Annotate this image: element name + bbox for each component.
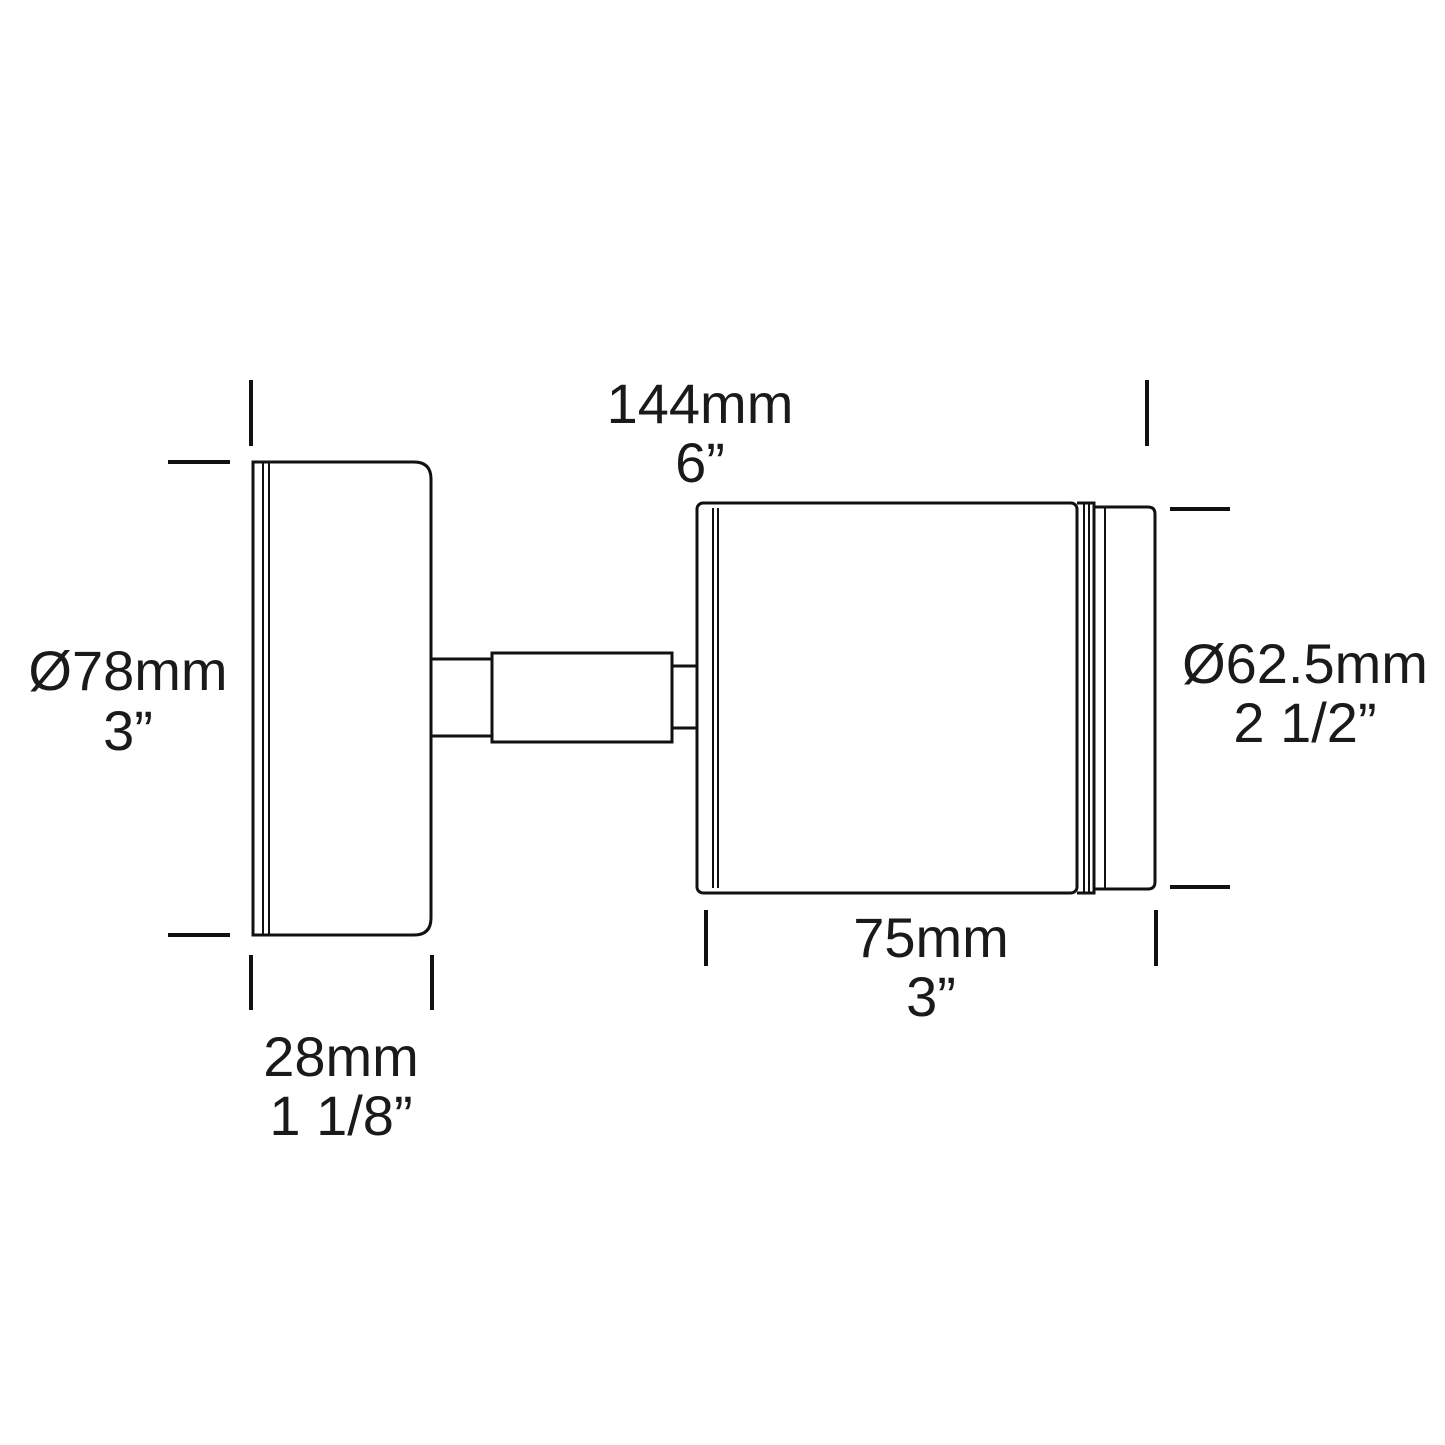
head-length-metric: 75mm: [853, 906, 1009, 969]
overall-length-metric: 144mm: [607, 372, 794, 435]
dimension-ticks: [168, 380, 1230, 1010]
base-depth-metric: 28mm: [263, 1025, 419, 1088]
head-diameter-imperial: 2 1/2”: [1233, 691, 1376, 754]
base-depth-imperial: 1 1/8”: [269, 1084, 412, 1147]
overall-length-imperial: 6”: [675, 431, 725, 494]
head-length-imperial: 3”: [906, 965, 956, 1028]
base-diameter-imperial: 3”: [103, 699, 153, 762]
head-diameter-metric: Ø62.5mm: [1182, 632, 1428, 695]
base-plate: [251, 460, 433, 937]
base-diameter-metric: Ø78mm: [28, 639, 227, 702]
swivel-arm: [431, 651, 697, 744]
lamp-head: [695, 501, 1157, 895]
